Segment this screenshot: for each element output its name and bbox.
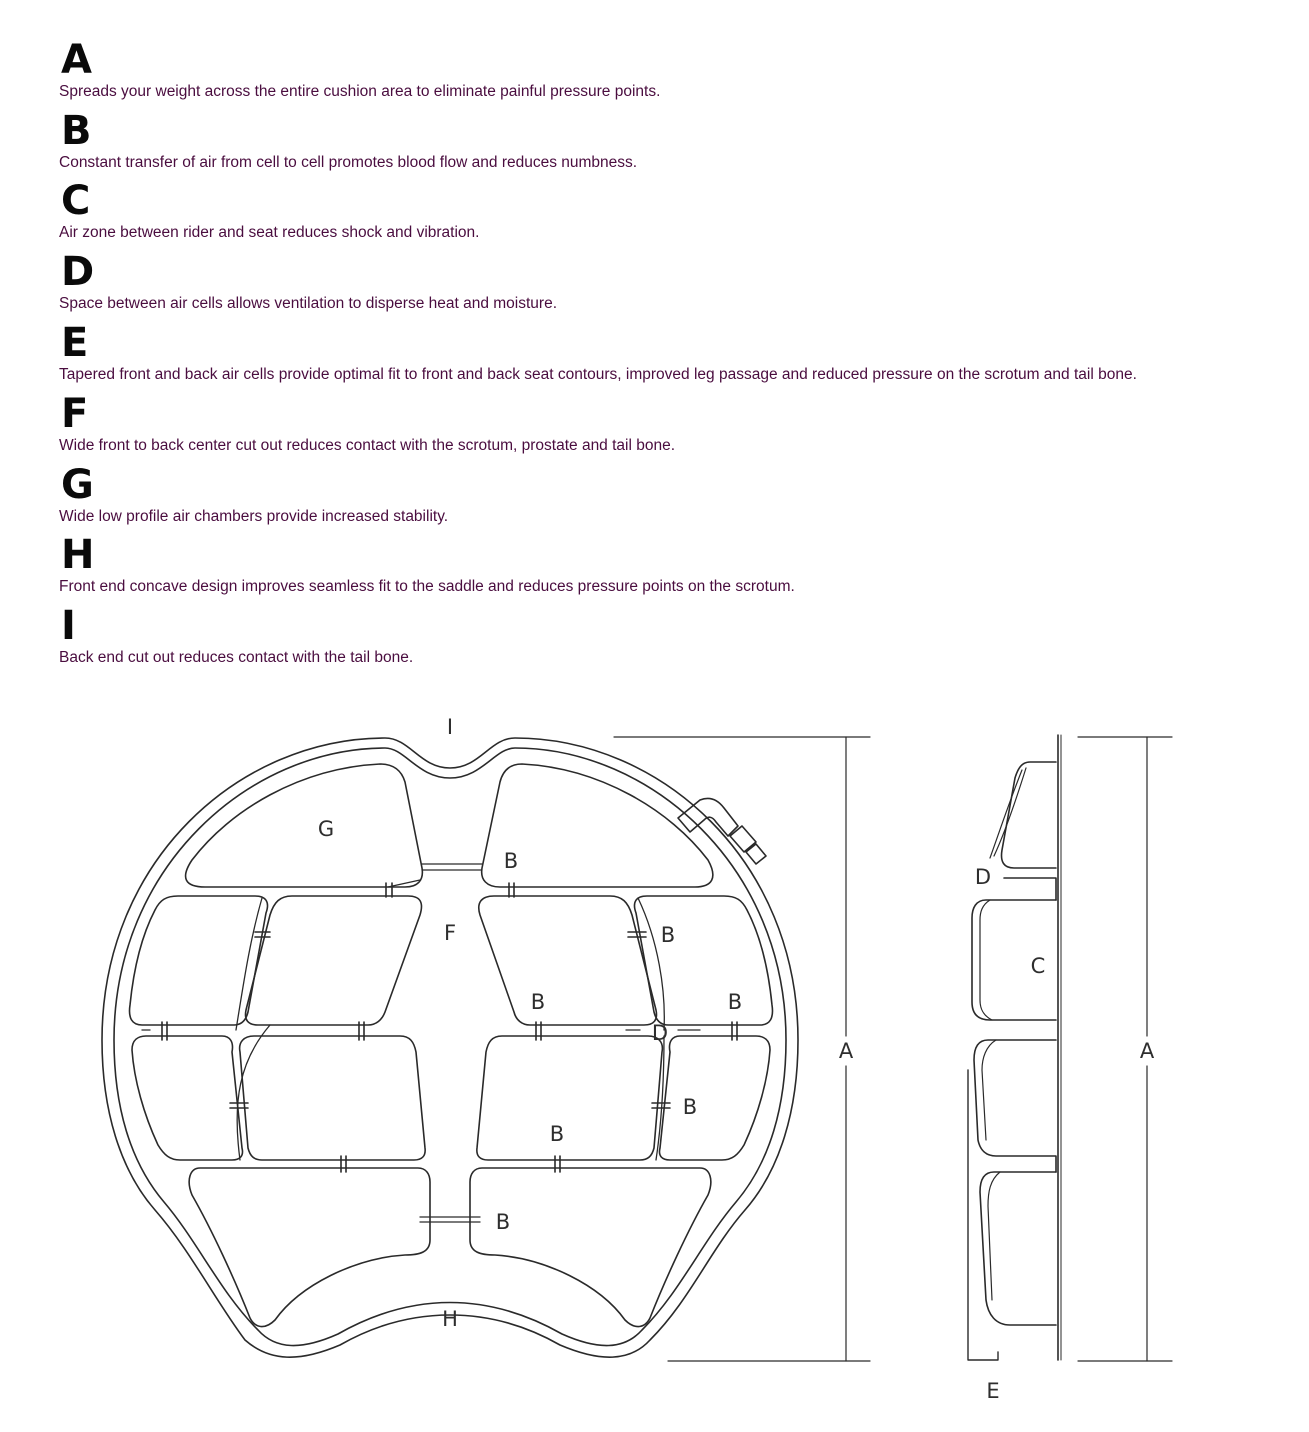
side-cell-c	[971, 899, 1057, 1021]
feature-letter: G	[61, 462, 94, 508]
label-b: B	[661, 923, 675, 947]
side-label-e: E	[986, 1379, 999, 1403]
label-i: I	[447, 715, 453, 739]
label-b: B	[683, 1095, 697, 1119]
feature-letter: I	[61, 603, 76, 649]
side-view-drawing	[967, 734, 1173, 1362]
top-view-drawing	[101, 736, 871, 1362]
label-b: B	[728, 990, 742, 1014]
feature-description: Wide front to back center cut out reduce…	[59, 437, 676, 454]
feature-letter: F	[61, 391, 89, 437]
connector-tubes	[141, 863, 701, 1223]
air-cell	[480, 763, 714, 888]
label-f: F	[444, 921, 456, 945]
air-cell	[244, 895, 423, 1026]
feature-description: Wide low profile air chambers provide in…	[59, 508, 449, 525]
air-cell	[238, 1035, 426, 1161]
label-g: G	[318, 817, 334, 841]
tube-tick-marks	[161, 882, 738, 1173]
label-h: H	[442, 1307, 458, 1331]
side-label-a: A	[1140, 1039, 1155, 1063]
side-label-c: C	[1031, 954, 1046, 978]
valve-cap	[729, 825, 767, 865]
feature-description: Front end concave design improves seamle…	[59, 578, 795, 595]
valve	[677, 797, 739, 837]
feature-description: Space between air cells allows ventilati…	[59, 295, 557, 312]
air-cell	[478, 895, 658, 1026]
feature-description: Constant transfer of air from cell to ce…	[59, 154, 638, 171]
label-b: B	[550, 1122, 564, 1146]
air-cell	[476, 1035, 664, 1161]
air-cell	[633, 895, 774, 1026]
cushion-diagram: I G F D H A B B B B B B B D C A E	[101, 715, 1173, 1403]
air-cell	[188, 1167, 431, 1328]
feature-letter: E	[61, 320, 89, 366]
dimension-line-a	[613, 736, 871, 1362]
side-cell	[973, 1039, 1057, 1173]
cushion-inner-outline	[113, 747, 787, 1347]
air-cell	[658, 1035, 771, 1161]
label-b: B	[531, 990, 545, 1014]
bracket-e	[967, 1069, 999, 1361]
feature-description: Air zone between rider and seat reduces …	[59, 224, 480, 241]
cushion-outer-outline	[101, 737, 799, 1358]
side-dimension-line-a	[1077, 736, 1173, 1362]
feature-description: Back end cut out reduces contact with th…	[59, 649, 414, 666]
feature-letter: B	[61, 108, 92, 154]
air-cell	[469, 1167, 712, 1328]
feature-letter: A	[61, 37, 92, 83]
air-cell	[128, 895, 269, 1026]
side-cell-back	[1000, 761, 1057, 869]
label-a: A	[839, 1039, 854, 1063]
label-b: B	[504, 849, 518, 873]
feature-description: Spreads your weight across the entire cu…	[59, 83, 661, 100]
air-cell	[131, 1035, 244, 1161]
side-label-d: D	[975, 865, 991, 889]
feature-letter: D	[61, 249, 95, 295]
side-cell-front	[979, 1171, 1057, 1326]
air-cell	[184, 763, 424, 888]
feature-letter: H	[61, 532, 95, 578]
label-d: D	[652, 1021, 668, 1045]
feature-letter: C	[61, 178, 91, 224]
label-b: B	[496, 1210, 510, 1234]
feature-description: Tapered front and back air cells provide…	[59, 366, 1137, 383]
